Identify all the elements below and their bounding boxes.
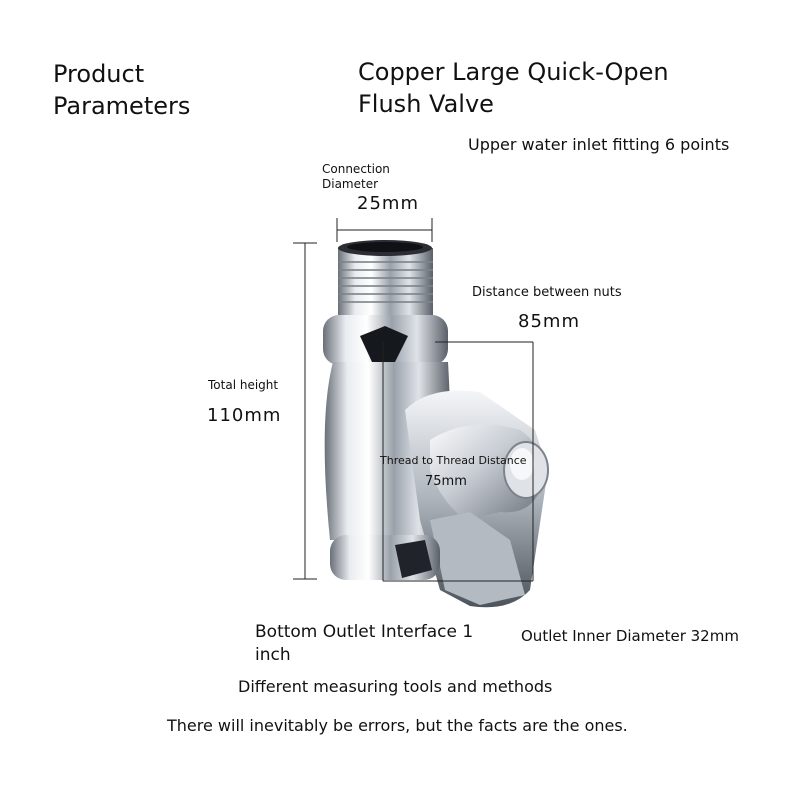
distance-between-nuts-value: 85mm bbox=[518, 311, 580, 332]
thread-inlet bbox=[338, 240, 433, 320]
connection-diameter-label: Connection Diameter bbox=[322, 162, 390, 191]
dimension-lines bbox=[293, 218, 534, 582]
measurement-note: Different measuring tools and methods bbox=[238, 677, 553, 696]
upper-inlet-label: Upper water inlet fitting 6 points bbox=[468, 135, 730, 154]
outlet-inner-diameter-label: Outlet Inner Diameter 32mm bbox=[521, 627, 739, 645]
bottom-nut bbox=[330, 535, 440, 580]
product-name-title: Copper Large Quick-Open Flush Valve bbox=[358, 58, 669, 118]
bottom-outlet-label: Bottom Outlet Interface 1 inch bbox=[255, 622, 474, 665]
handle-housing bbox=[405, 390, 549, 608]
product-parameters-title: Product Parameters bbox=[53, 60, 191, 120]
distance-between-nuts-label: Distance between nuts bbox=[472, 285, 622, 300]
upper-nut bbox=[323, 315, 448, 365]
thread-distance-value: 75mm bbox=[425, 474, 467, 489]
thread-distance-label: Thread to Thread Distance bbox=[380, 454, 527, 467]
total-height-value: 110mm bbox=[207, 405, 282, 426]
error-disclaimer: There will inevitably be errors, but the… bbox=[167, 716, 628, 735]
connection-diameter-value: 25mm bbox=[357, 193, 419, 214]
total-height-label: Total height bbox=[208, 378, 279, 392]
